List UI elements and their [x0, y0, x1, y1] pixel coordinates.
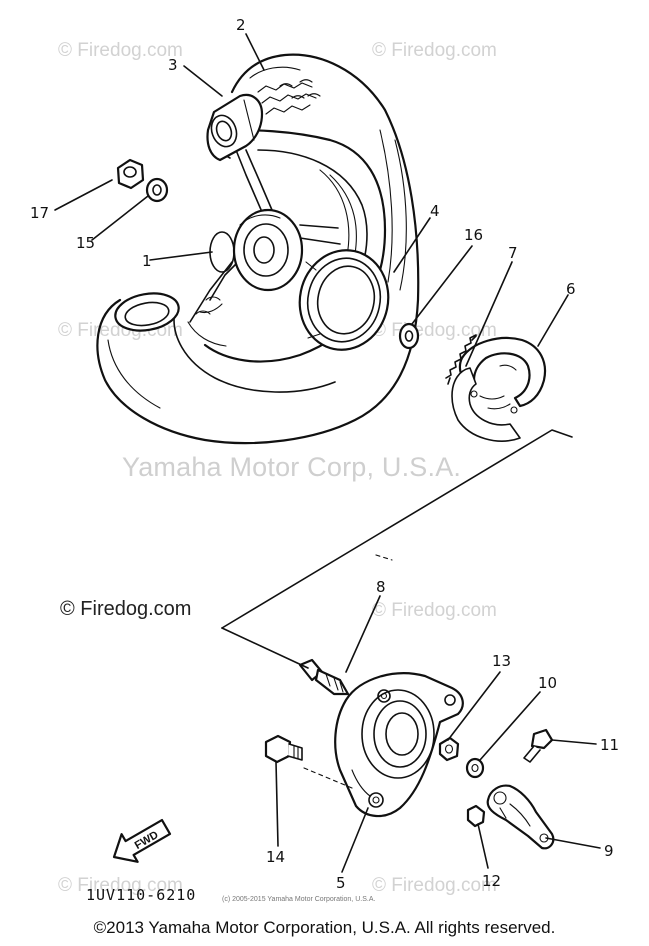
firedog-watermark: © Firedog.com [372, 875, 497, 896]
diagram-code: 1UV110-6210 [86, 886, 197, 904]
callout-4: 4 [430, 202, 440, 220]
callout-13: 13 [492, 652, 511, 670]
part-9-brake-arm [486, 784, 555, 850]
part-10-washer [465, 757, 485, 779]
callout-8: 8 [376, 578, 386, 596]
part-16-washer [398, 322, 420, 350]
callout-16: 16 [464, 226, 483, 244]
callout-9: 9 [604, 842, 614, 860]
wheel-rim [187, 128, 387, 363]
callout-3: 3 [168, 56, 178, 74]
part-13-nut [438, 736, 460, 762]
callout-1: 1 [142, 252, 152, 270]
part-7-spring [445, 334, 477, 385]
firedog-watermark: © Firedog.com [58, 40, 183, 61]
part-14-bolt [264, 734, 303, 764]
part-11-bolt [523, 728, 554, 763]
callout-12: 12 [482, 872, 501, 890]
part-8-brake-cam [298, 658, 350, 696]
firedog-watermark: © Firedog.com [372, 40, 497, 61]
callout-2: 2 [236, 16, 246, 34]
part-17-nut [116, 158, 145, 190]
firedog-watermark: © Firedog.com [372, 600, 497, 621]
copyright-footer: ©2013 Yamaha Motor Corporation, U.S.A. A… [93, 918, 556, 937]
callout-15: 15 [76, 234, 95, 252]
callout-7: 7 [508, 244, 518, 262]
leader-lines [54, 33, 601, 873]
part-4-seal-ring [298, 249, 390, 351]
yamaha-watermark: Yamaha Motor Corp, U.S.A. [122, 452, 462, 482]
part-6-brake-shoe [451, 336, 547, 442]
callout-14: 14 [266, 848, 285, 866]
fwd-arrow: FWD [112, 818, 172, 863]
fine-print: (c) 2005-2015 Yamaha Motor Corporation, … [222, 896, 376, 903]
callout-numbers: 2 3 1 17 15 4 16 7 6 8 13 10 11 9 12 14 … [30, 16, 619, 892]
part-15-washer [145, 177, 169, 203]
callout-11: 11 [600, 736, 619, 754]
firedog-watermark: © Firedog.com [58, 875, 183, 896]
part-3-valve-cylinder [206, 93, 264, 162]
callout-17: 17 [30, 204, 49, 222]
callout-5: 5 [336, 874, 346, 892]
callout-10: 10 [538, 674, 557, 692]
part-12-nut [466, 804, 486, 828]
firedog-label: © Firedog.com [60, 598, 192, 620]
callout-6: 6 [566, 280, 576, 298]
part-5-brake-plate [334, 672, 464, 818]
tire [96, 53, 420, 445]
